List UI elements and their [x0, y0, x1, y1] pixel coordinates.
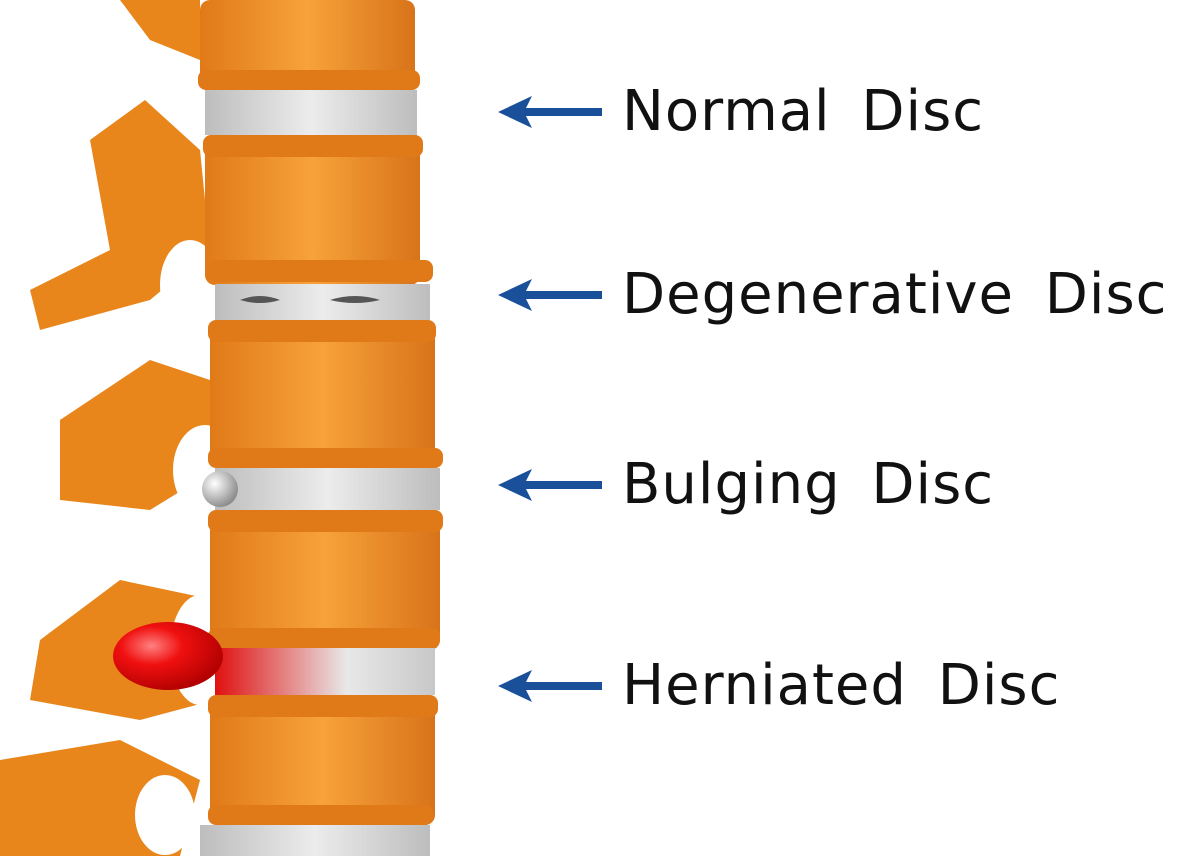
normal-disc-label: Normal Disc: [622, 79, 985, 144]
bulge: [202, 471, 238, 507]
arrow-left-icon: [498, 279, 602, 311]
bulging-disc: [215, 468, 440, 510]
herniated-disc-label: Herniated Disc: [622, 653, 1061, 718]
normal-disc: [205, 90, 417, 135]
arrow-left-icon: [498, 96, 602, 128]
arrow-left-icon: [498, 469, 602, 501]
degenerative-disc-label: Degenerative Disc: [622, 262, 1168, 327]
endplates: [198, 70, 443, 825]
degenerative-disc: [215, 284, 430, 320]
herniated-disc: [215, 648, 435, 695]
bulging-disc-label: Bulging Disc: [622, 452, 995, 517]
spinous-processes: [0, 0, 215, 856]
arrow-left-icon: [498, 670, 602, 702]
hernia: [113, 622, 223, 690]
vertebral-bodies: [200, 0, 440, 825]
degeneration-cracks: [240, 296, 380, 303]
lower-disc: [200, 825, 430, 856]
